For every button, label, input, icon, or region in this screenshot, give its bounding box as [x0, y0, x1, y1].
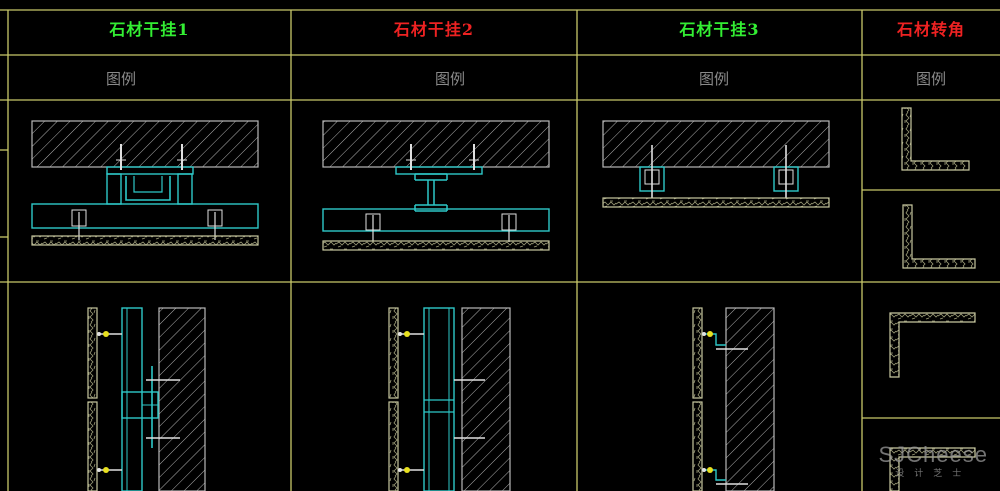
stone-dry-hang-1-section — [87, 307, 206, 491]
stone-dry-hang-2-plan — [322, 120, 550, 251]
legend-label-1: 图例 — [105, 69, 136, 88]
stone-dry-hang-3-section — [692, 307, 775, 491]
column-title-4: 石材转角 — [896, 19, 965, 39]
column-title-1: 石材干挂1 — [109, 19, 190, 39]
legend-label-2: 图例 — [434, 69, 465, 88]
legend-label-3: 图例 — [698, 69, 729, 88]
legend-label-4: 图例 — [915, 69, 946, 88]
stone-corner-details — [889, 107, 976, 491]
watermark: SJCheese 设计芝士 — [878, 442, 988, 480]
stone-dry-hang-2-section — [388, 307, 511, 491]
column-title-2: 石材干挂2 — [393, 19, 475, 39]
stone-dry-hang-1-plan — [31, 120, 259, 246]
table-grid — [0, 9, 1000, 491]
column-title-3: 石材干挂3 — [679, 19, 760, 39]
stone-dry-hang-3-plan — [602, 120, 830, 208]
watermark-brand: SJCheese — [878, 442, 988, 467]
watermark-subtitle: 设计芝士 — [895, 469, 972, 479]
